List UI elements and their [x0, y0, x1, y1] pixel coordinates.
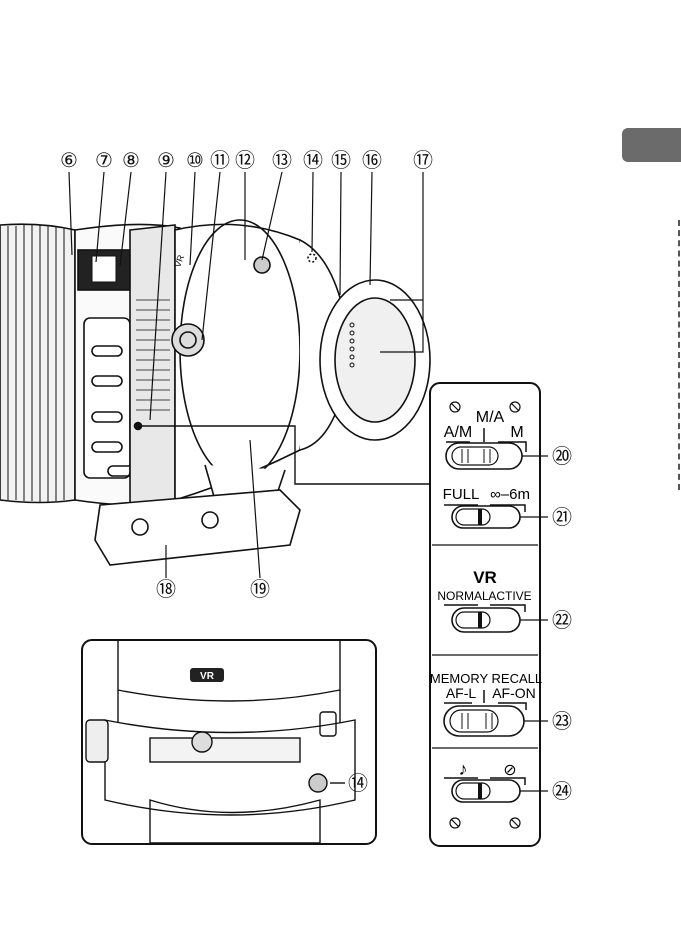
lens-illustration	[0, 220, 430, 565]
callout-7: ⑦	[95, 150, 113, 172]
sound-on-label: ♪	[459, 759, 468, 779]
callout-12: ⑫	[235, 149, 255, 172]
callout-19: ⑲	[250, 578, 270, 601]
top-callouts: ⑥ ⑦ ⑧ ⑨ ⑩ ⑪ ⑫ ⑬ ⑭ ⑮ ⑯ ⑰	[60, 149, 433, 172]
switch-panel: M/A A/M M FULL ∞–6m VR NORMAL ACTIVE MEM…	[430, 383, 542, 846]
memory-recall-title: MEMORY RECALL	[430, 671, 542, 686]
callout-17: ⑰	[413, 149, 433, 172]
focus-mode-center-label: M/A	[476, 409, 505, 426]
inset-view: VR ⑭	[82, 640, 376, 844]
callout-20: ⑳	[552, 445, 572, 468]
callout-14: ⑭	[303, 149, 323, 172]
vr-title: VR	[473, 568, 497, 587]
focus-limit-left-label: FULL	[443, 486, 480, 503]
callout-23: ㉓	[552, 710, 572, 733]
callout-13: ⑬	[272, 149, 292, 172]
focus-mode-right-label: M	[510, 424, 523, 441]
callout-11: ⑪	[210, 149, 230, 172]
callout-8: ⑧	[122, 150, 140, 172]
focus-limit-right-label: ∞–6m	[490, 486, 530, 503]
callout-18: ⑱	[156, 578, 176, 601]
callout-22: ㉒	[552, 609, 572, 632]
callout-10: ⑩	[186, 150, 204, 172]
bottom-callouts: ⑱ ⑲	[156, 578, 270, 601]
callout-24: ㉔	[552, 780, 572, 803]
callout-9: ⑨	[157, 150, 175, 172]
memory-recall-right-label: AF-ON	[492, 685, 536, 701]
inset-callout-14: ⑭	[348, 772, 368, 795]
memory-recall-left-label: AF-L	[446, 685, 477, 701]
focus-mode-left-label: A/M	[444, 424, 472, 441]
callout-15: ⑮	[331, 149, 351, 172]
inset-vr-text: VR	[200, 671, 215, 682]
callout-6: ⑥	[60, 150, 78, 172]
sound-off-label: ⊘	[503, 762, 516, 779]
vr-left-label: NORMAL	[437, 589, 489, 603]
vr-right-label: ACTIVE	[488, 589, 531, 603]
side-callouts: ⑳ ㉑ ㉒ ㉓ ㉔	[552, 445, 572, 803]
callout-21: ㉑	[552, 506, 572, 529]
callout-16: ⑯	[362, 149, 382, 172]
